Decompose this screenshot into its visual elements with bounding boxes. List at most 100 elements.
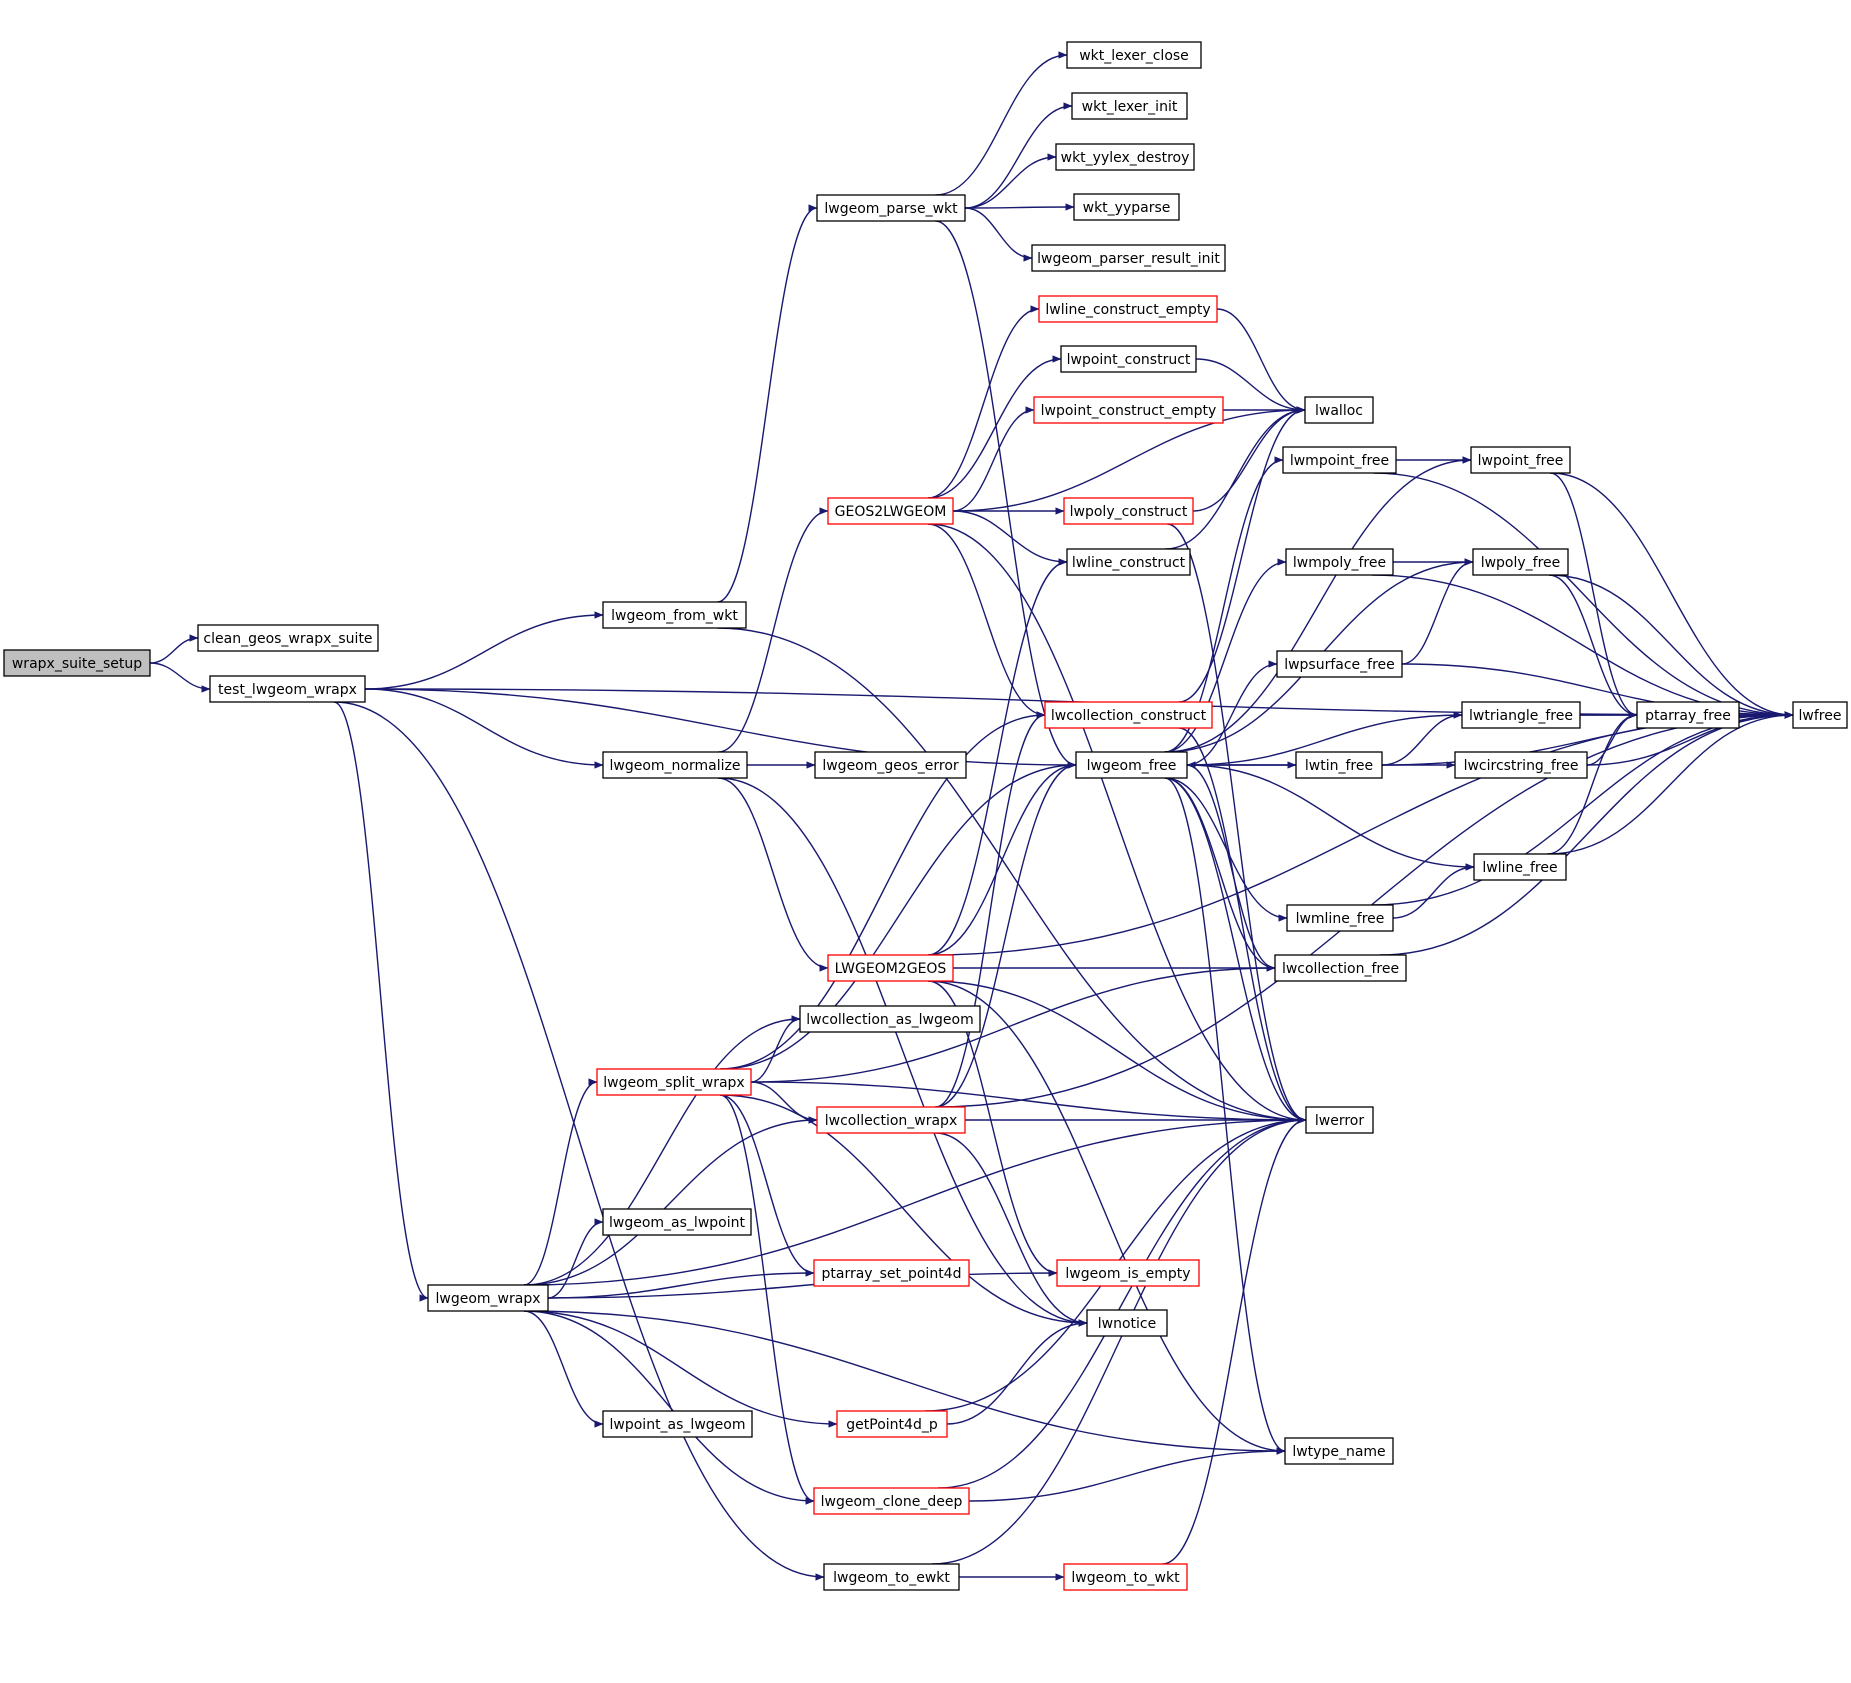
- node-label: lwfree: [1799, 708, 1842, 724]
- edge-lwgeom_to_ewkt-to-lwerror: [931, 1116, 1307, 1565]
- node-lwgeom_clone_deep[interactable]: lwgeom_clone_deep: [813, 1487, 970, 1515]
- node-lwpoly_free[interactable]: lwpoly_free: [1472, 548, 1569, 576]
- node-lwpoly_construct[interactable]: lwpoly_construct: [1063, 497, 1194, 525]
- edge-lwgeom_split_wrapx-to-lwcollection_wrapx: [750, 1081, 818, 1124]
- node-box: [1295, 751, 1383, 779]
- edge-lwcircstring_free-to-lwfree: [1586, 711, 1794, 766]
- node-lwgeom_geos_error[interactable]: lwgeom_geos_error: [814, 751, 967, 779]
- node-lwcollection_as_lwgeom[interactable]: lwcollection_as_lwgeom: [799, 1005, 981, 1033]
- node-lwerror[interactable]: lwerror: [1305, 1106, 1374, 1134]
- node-lwfree[interactable]: lwfree: [1792, 701, 1848, 729]
- edge-lwpoint_free-to-lwfree: [1550, 472, 1794, 719]
- node-label: lwnotice: [1098, 1316, 1156, 1332]
- edge-lwgeom_from_wkt-to-lwgeom_parse_wkt: [717, 204, 818, 603]
- node-lwpoint_construct_empty[interactable]: lwpoint_construct_empty: [1033, 396, 1224, 424]
- node-box: [814, 751, 967, 779]
- node-lwmpoly_free[interactable]: lwmpoly_free: [1285, 548, 1394, 576]
- edge-lwcollection_free-to-lwfree: [1379, 711, 1794, 956]
- node-lwgeom_to_ewkt[interactable]: lwgeom_to_ewkt: [823, 1563, 960, 1591]
- node-lwgeom_is_empty[interactable]: lwgeom_is_empty: [1056, 1259, 1200, 1287]
- edge-GEOS2LWGEOM-to-lwpoint_construct_empty: [952, 406, 1035, 512]
- node-box: [602, 751, 748, 779]
- node-label: lwgeom_parser_result_init: [1037, 251, 1220, 267]
- node-lwcollection_construct[interactable]: lwcollection_construct: [1044, 701, 1213, 729]
- node-getPoint4d_p[interactable]: getPoint4d_p: [836, 1410, 948, 1438]
- node-box: [816, 1106, 966, 1134]
- node-LWGEOM2GEOS[interactable]: LWGEOM2GEOS: [827, 954, 954, 982]
- node-label: wrapx_suite_setup: [12, 656, 142, 672]
- node-lwpsurface_free[interactable]: lwpsurface_free: [1276, 650, 1403, 678]
- node-lwgeom_as_lwpoint[interactable]: lwgeom_as_lwpoint: [602, 1208, 752, 1236]
- edge-lwgeom_wrapx-to-lwtype_name: [523, 1310, 1286, 1455]
- edge-lwline_construct-to-lwalloc: [1165, 406, 1306, 550]
- node-box: [1276, 650, 1403, 678]
- node-lwgeom_from_wkt[interactable]: lwgeom_from_wkt: [602, 601, 747, 629]
- node-ptarray_free[interactable]: ptarray_free: [1636, 701, 1740, 729]
- node-lwpoint_as_lwgeom[interactable]: lwpoint_as_lwgeom: [602, 1410, 753, 1438]
- edge-lwgeom_wrapx-to-lwgeom_clone_deep: [523, 1310, 815, 1505]
- node-lwline_construct_empty[interactable]: lwline_construct_empty: [1038, 295, 1218, 323]
- node-wkt_yylex_destroy[interactable]: wkt_yylex_destroy: [1055, 143, 1195, 171]
- node-lwgeom_parse_wkt[interactable]: lwgeom_parse_wkt: [816, 194, 966, 222]
- node-lwgeom_split_wrapx[interactable]: lwgeom_split_wrapx: [596, 1068, 752, 1096]
- node-lwline_free[interactable]: lwline_free: [1473, 853, 1567, 881]
- edge-LWGEOM2GEOS-to-lwline_construct: [927, 558, 1068, 956]
- node-lwnotice[interactable]: lwnotice: [1086, 1309, 1168, 1337]
- edge-lwgeom_split_wrapx-to-lwcollection_construct: [720, 711, 1046, 1070]
- edge-layer: [149, 51, 1794, 1581]
- node-box: [209, 675, 366, 703]
- edge-lwgeom_to_wkt-to-lwerror: [1162, 1116, 1307, 1565]
- node-lwtin_free[interactable]: lwtin_free: [1295, 751, 1383, 779]
- edge-lwgeom_free-to-lwerror: [1164, 777, 1307, 1124]
- node-label: getPoint4d_p: [846, 1417, 938, 1433]
- node-label: lwgeom_from_wkt: [611, 608, 738, 624]
- node-lwcircstring_free[interactable]: lwcircstring_free: [1454, 751, 1588, 779]
- node-box: [1063, 497, 1194, 525]
- node-label: lwcollection_construct: [1051, 708, 1207, 724]
- node-lwmpoint_free[interactable]: lwmpoint_free: [1282, 446, 1397, 474]
- node-lwgeom_parser_result_init[interactable]: lwgeom_parser_result_init: [1031, 244, 1226, 272]
- node-lwcollection_free[interactable]: lwcollection_free: [1274, 954, 1407, 982]
- node-box: [602, 601, 747, 629]
- node-box: [827, 497, 954, 525]
- edge-lwmpoly_free-to-lwfree: [1371, 574, 1794, 719]
- node-lwline_construct[interactable]: lwline_construct: [1066, 548, 1191, 576]
- node-label: wkt_lexer_init: [1082, 99, 1178, 115]
- node-GEOS2LWGEOM[interactable]: GEOS2LWGEOM: [827, 497, 954, 525]
- edge-lwgeom_split_wrapx-to-lwgeom_free: [720, 761, 1077, 1070]
- edge-lwpoly_free-to-ptarray_free: [1548, 574, 1638, 719]
- node-lwcollection_wrapx[interactable]: lwcollection_wrapx: [816, 1106, 966, 1134]
- node-box: [427, 1284, 549, 1312]
- node-box: [602, 1208, 752, 1236]
- node-label: clean_geos_wrapx_suite: [203, 631, 372, 647]
- node-lwmline_free[interactable]: lwmline_free: [1286, 904, 1394, 932]
- node-wkt_lexer_close[interactable]: wkt_lexer_close: [1066, 41, 1202, 69]
- node-test_lwgeom_wrapx[interactable]: test_lwgeom_wrapx: [209, 675, 366, 703]
- node-clean_geos_wrapx_suite[interactable]: clean_geos_wrapx_suite: [197, 624, 379, 652]
- edge-lwmline_free-to-lwline_free: [1392, 863, 1475, 919]
- node-lwgeom_wrapx[interactable]: lwgeom_wrapx: [427, 1284, 549, 1312]
- edge-lwgeom_parse_wkt-to-wkt_lexer_close: [935, 51, 1068, 196]
- edge-lwgeom_free-to-lwcollection_free: [1164, 777, 1276, 972]
- edge-LWGEOM2GEOS-to-lwgeom_free: [927, 761, 1077, 956]
- node-box: [1285, 548, 1394, 576]
- node-wkt_yyparse[interactable]: wkt_yyparse: [1073, 193, 1180, 221]
- edge-lwgeom_parse_wkt-to-wkt_yyparse: [964, 203, 1075, 211]
- node-lwpoint_free[interactable]: lwpoint_free: [1470, 446, 1571, 474]
- edge-lwpoint_free-to-ptarray_free: [1550, 472, 1638, 719]
- edge-lwgeom_split_wrapx-to-lwcollection_free: [750, 964, 1276, 1083]
- node-lwgeom_to_wkt[interactable]: lwgeom_to_wkt: [1063, 1563, 1188, 1591]
- node-label: lwgeom_wrapx: [436, 1291, 541, 1307]
- node-box: [1031, 244, 1226, 272]
- edge-lwpoly_construct-to-lwerror: [1167, 523, 1307, 1124]
- node-wrapx_suite_setup[interactable]: wrapx_suite_setup: [3, 649, 151, 677]
- node-lwpoint_construct[interactable]: lwpoint_construct: [1060, 345, 1197, 373]
- node-lwtriangle_free[interactable]: lwtriangle_free: [1461, 701, 1581, 729]
- node-lwgeom_free[interactable]: lwgeom_free: [1075, 751, 1188, 779]
- node-lwtype_name[interactable]: lwtype_name: [1284, 1437, 1394, 1465]
- node-label: lwpoint_construct: [1067, 352, 1191, 368]
- node-lwalloc[interactable]: lwalloc: [1304, 396, 1374, 424]
- node-lwgeom_normalize[interactable]: lwgeom_normalize: [602, 751, 748, 779]
- node-wkt_lexer_init[interactable]: wkt_lexer_init: [1071, 92, 1188, 120]
- node-ptarray_set_point4d[interactable]: ptarray_set_point4d: [813, 1259, 970, 1287]
